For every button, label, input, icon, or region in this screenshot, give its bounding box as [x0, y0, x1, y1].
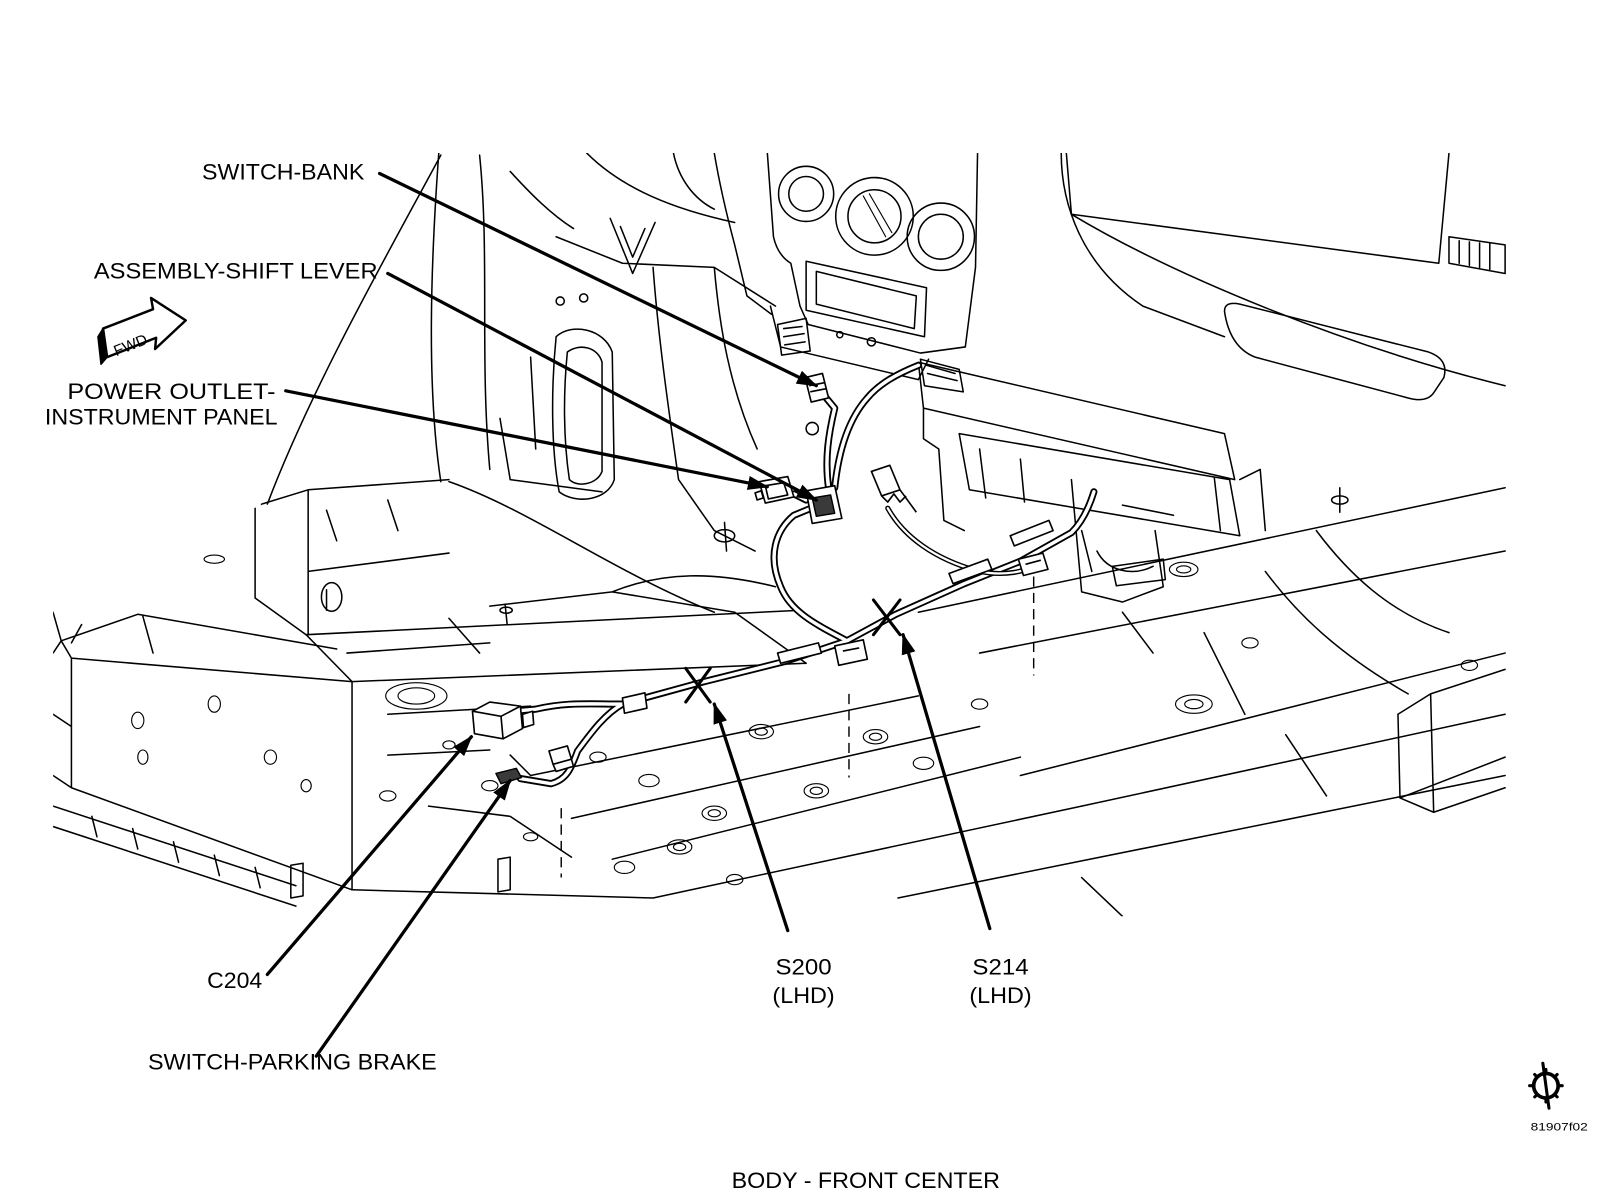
floor-hole — [522, 832, 539, 842]
floor-holes — [131, 554, 1479, 886]
floor-hole — [137, 749, 149, 765]
hvac-knob-right — [906, 202, 976, 272]
floor-hole — [589, 751, 607, 763]
callout-arrow-c204 — [265, 735, 474, 977]
floor-hole — [725, 873, 744, 886]
connector-junction-block — [548, 745, 575, 773]
hvac-knob-center — [834, 176, 915, 256]
floor-hole — [481, 780, 499, 792]
floor-hole — [263, 749, 278, 765]
connector-c204 — [471, 701, 535, 740]
floor-hole — [638, 773, 660, 788]
radio-opening — [805, 260, 928, 338]
floor-hole — [1241, 637, 1259, 649]
sill-side-wall — [254, 154, 450, 636]
callout-arrow-s214 — [901, 632, 992, 931]
floor-hole — [1175, 565, 1192, 574]
floor-hole — [1460, 659, 1479, 671]
floor-hole — [442, 740, 456, 750]
fwd-arrow-icon: FWD — [97, 296, 187, 366]
wiring-harness — [476, 361, 1098, 788]
glove-box — [1223, 302, 1446, 401]
knob-grip — [862, 193, 893, 238]
callout-labels: SWITCH-BANK ASSEMBLY-SHIFT LEVER POWER O… — [45, 160, 1032, 1075]
callout-arrows — [265, 171, 992, 1058]
harness-clip-center — [833, 638, 869, 667]
seat-rail-block — [1397, 668, 1506, 814]
callout-arrow-s200 — [712, 702, 790, 933]
knob-ring — [906, 202, 976, 272]
floor-hole — [379, 790, 397, 802]
floor-hole — [203, 554, 226, 564]
splice-mark-s200 — [684, 666, 712, 704]
knob-cap — [788, 175, 825, 212]
figure-id: 81907f02 — [1531, 1122, 1588, 1134]
fwd-arrow-body — [101, 296, 187, 359]
vehicle-interior-scene — [53, 153, 1506, 917]
floor-hole — [803, 783, 830, 799]
gear-slash-icon — [1528, 1061, 1564, 1110]
label-parking-brake: SWITCH-PARKING BRAKE — [148, 1049, 437, 1074]
floor-hole — [1168, 561, 1199, 578]
floor-hole — [868, 732, 883, 741]
connector-switch-bank — [804, 372, 830, 403]
label-c204: C204 — [207, 968, 262, 993]
console-trim — [917, 361, 1267, 537]
floor-hole — [862, 729, 889, 745]
floor-hole — [707, 809, 721, 818]
kick-panel-outline — [430, 153, 777, 614]
knob-cap — [847, 189, 902, 244]
mounting-dashed-leaders — [560, 576, 1035, 878]
floor-hole — [300, 779, 312, 793]
label-s214: S214 — [972, 954, 1028, 979]
floor-hole — [748, 723, 775, 740]
floor-hole — [385, 682, 448, 710]
center-stack-bezel — [713, 153, 979, 354]
console-bracket — [1070, 478, 1175, 603]
floor-hole — [912, 756, 935, 770]
gear-teeth — [1528, 1067, 1564, 1104]
floor-hole — [1184, 698, 1204, 710]
floor-hole — [701, 805, 728, 821]
stack-lower-trim — [769, 305, 965, 393]
harness-tape — [621, 519, 1054, 715]
harness-clip-right — [1017, 552, 1049, 577]
floor-hole — [613, 860, 636, 875]
floor-hole — [754, 727, 768, 736]
label-switch-bank: SWITCH-BANK — [202, 160, 364, 185]
diagram-caption: BODY - FRONT CENTER — [732, 1168, 1000, 1193]
floor-front-beam — [53, 611, 353, 907]
floor-hole — [1174, 694, 1213, 714]
label-shift-lever: ASSEMBLY-SHIFT LEVER — [94, 259, 378, 284]
right-dash-upper — [1060, 153, 1506, 387]
label-power-outlet-line1: POWER OUTLET- — [67, 379, 275, 404]
floor-hole — [809, 786, 824, 795]
gear-slash — [1541, 1061, 1551, 1110]
connector-power-outlet — [754, 475, 795, 504]
floor-hole — [207, 695, 221, 713]
floor-hole — [397, 687, 436, 705]
mounting-hardware — [290, 293, 1349, 899]
hvac-knob-left — [777, 165, 835, 223]
shift-interlock-component — [870, 464, 917, 513]
label-s214-note: (LHD) — [969, 983, 1031, 1008]
floor-hole — [666, 839, 693, 855]
label-s200: S200 — [776, 954, 832, 979]
label-s200-note: (LHD) — [772, 983, 834, 1008]
callout-arrow-shift-lever — [386, 271, 818, 502]
right-floor — [897, 486, 1506, 917]
label-power-outlet-line2: INSTRUMENT PANEL — [45, 404, 278, 429]
knob-cap — [917, 213, 965, 260]
callout-arrow-power-outlet — [284, 389, 770, 490]
knob-ring — [777, 165, 835, 223]
floor-hole — [970, 698, 989, 710]
splice-mark-s214 — [871, 598, 902, 637]
floor-hole — [131, 711, 145, 730]
callout-arrow-switch-bank — [377, 171, 818, 388]
floor-hole — [672, 842, 687, 852]
floor-panel — [305, 575, 1083, 899]
callout-arrow-parking-brake — [314, 778, 512, 1058]
